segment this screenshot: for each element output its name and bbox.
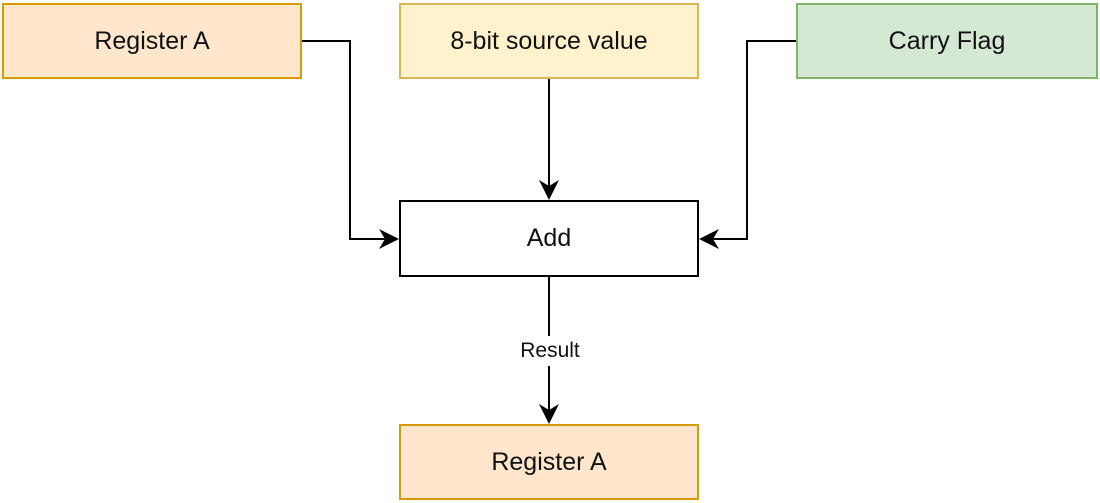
register-a-input-label: Register A: [94, 26, 210, 55]
add-operation-label: Add: [526, 224, 572, 252]
carry-flag-box: Carry Flag: [796, 3, 1098, 79]
carry-flag-label: Carry Flag: [888, 26, 1006, 55]
register-a-input-box: Register A: [2, 3, 302, 79]
register-a-output-label: Register A: [491, 447, 607, 476]
edge-carry-to-add: [699, 40, 796, 249]
source-value-box: 8-bit source value: [399, 3, 699, 79]
register-a-output-box: Register A: [399, 424, 699, 500]
result-edge-label: Result: [500, 336, 600, 366]
source-value-label: 8-bit source value: [450, 26, 648, 55]
edge-register-a-to-add: [302, 40, 399, 249]
add-operation-box: Add: [399, 200, 699, 277]
